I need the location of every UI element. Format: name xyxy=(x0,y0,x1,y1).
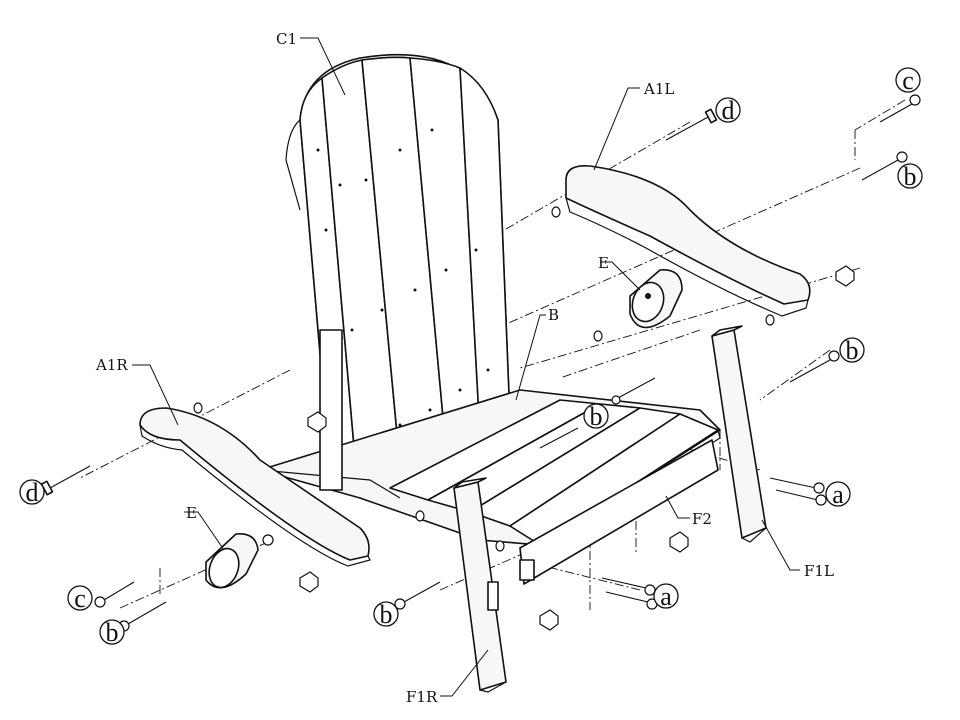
callout-b-bottom: b xyxy=(373,600,399,629)
callout-b-left: b xyxy=(99,618,125,647)
svg-text:c: c xyxy=(902,66,914,95)
label-f2: F2 xyxy=(692,510,712,528)
callout-a-bottom: a xyxy=(653,582,679,611)
callout-b-right: b xyxy=(839,336,865,365)
screw-b-mid xyxy=(539,377,656,449)
bolt-d-top xyxy=(665,108,718,141)
label-a1l: A1L xyxy=(643,80,674,98)
callout-c-top: c xyxy=(895,66,921,95)
screw-b-top xyxy=(861,151,908,181)
screw-b-right xyxy=(789,350,840,383)
seat-b xyxy=(259,389,721,554)
svg-text:a: a xyxy=(832,480,844,509)
fasteners xyxy=(40,94,921,632)
svg-text:b: b xyxy=(904,162,917,191)
armrest-a1r xyxy=(139,329,371,567)
leader-lines xyxy=(132,37,800,697)
label-f1r: F1R xyxy=(406,688,438,706)
callout-d-top: d xyxy=(715,96,741,125)
spacer-block-e-lower xyxy=(205,533,274,589)
screws-a-bottom xyxy=(601,577,658,610)
callout-a-right: a xyxy=(825,480,851,509)
label-e-upper: E xyxy=(598,254,609,272)
bolt-d-left xyxy=(40,465,91,496)
svg-text:d: d xyxy=(26,478,39,507)
callout-b-mid: b xyxy=(583,402,609,431)
callout-d-left: d xyxy=(19,478,45,507)
backrest-c1 xyxy=(285,53,511,479)
screws-a-right xyxy=(769,477,827,506)
label-e-lower: E xyxy=(186,504,197,522)
armrest-a1l xyxy=(565,164,811,317)
svg-text:b: b xyxy=(590,402,603,431)
part-labels: C1 A1L A1R B E E F2 F1L F1R xyxy=(95,30,834,706)
washers-and-nuts xyxy=(193,206,855,631)
label-f1l: F1L xyxy=(804,562,834,580)
svg-text:b: b xyxy=(380,600,393,629)
bolt-c-left xyxy=(94,581,135,608)
callout-b-top: b xyxy=(897,162,923,191)
backrest-screw-holes xyxy=(316,128,490,442)
screw-b-left xyxy=(118,601,167,632)
svg-text:b: b xyxy=(846,336,859,365)
svg-text:d: d xyxy=(722,96,735,125)
callout-c-left: c xyxy=(67,584,93,613)
label-a1r: A1R xyxy=(95,356,128,374)
spacer-block-e-upper xyxy=(629,269,683,329)
screw-b-bottom xyxy=(394,581,441,610)
svg-text:b: b xyxy=(106,618,119,647)
label-b: B xyxy=(548,306,559,324)
bolt-c-top xyxy=(879,94,921,123)
hardware-callouts: d c b b b a d c xyxy=(19,66,923,647)
svg-text:a: a xyxy=(660,582,672,611)
label-c1: C1 xyxy=(276,30,297,48)
front-leg-f1r xyxy=(453,477,507,693)
svg-text:c: c xyxy=(74,584,86,613)
